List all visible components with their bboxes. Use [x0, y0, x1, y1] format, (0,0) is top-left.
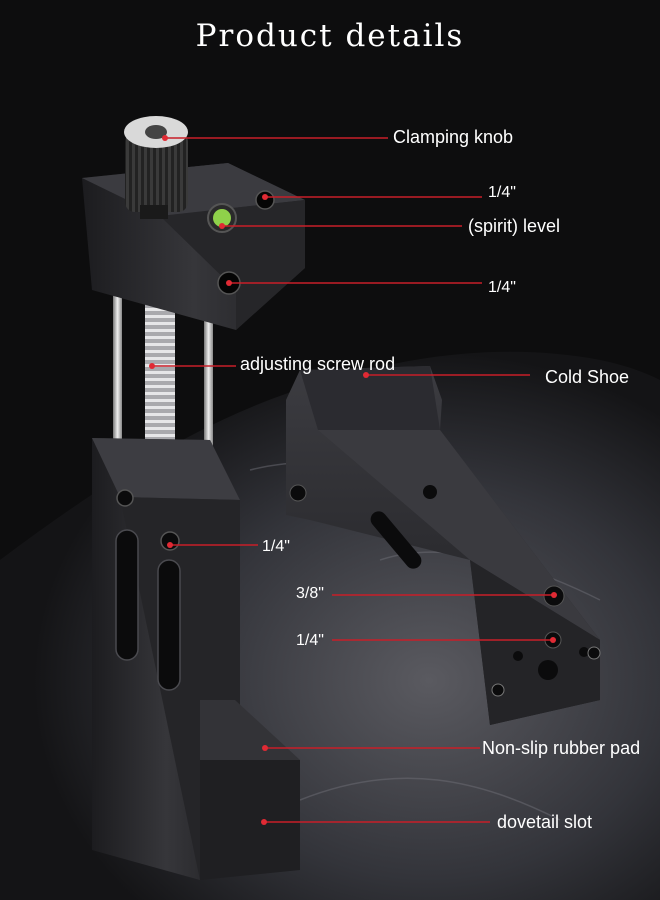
clamping-knob [125, 132, 188, 212]
leader-dots [149, 135, 557, 825]
label-adjusting-screw-rod: adjusting screw rod [240, 354, 396, 374]
label-spirit-level: (spirit) level [468, 216, 561, 236]
foot-bracket [200, 760, 300, 880]
label-dovetail-slot: dovetail slot [497, 812, 593, 832]
label-thread-1-4: 1/4" [296, 632, 324, 649]
label-top-thread-1: 1/4" [488, 184, 516, 201]
label-clamping-knob: Clamping knob [393, 127, 514, 147]
label-thread-3-8: 3/8" [296, 585, 324, 602]
label-side-thread: 1/4" [262, 538, 290, 555]
label-top-thread-2: 1/4" [488, 279, 516, 296]
guide-rod-right [204, 290, 213, 520]
page-title: Product details [195, 18, 465, 54]
leader-lines [152, 137, 554, 823]
label-rubber-pad: Non-slip rubber pad [482, 738, 641, 758]
label-cold-shoe: Cold Shoe [545, 367, 630, 387]
guide-rod-left [113, 290, 122, 450]
